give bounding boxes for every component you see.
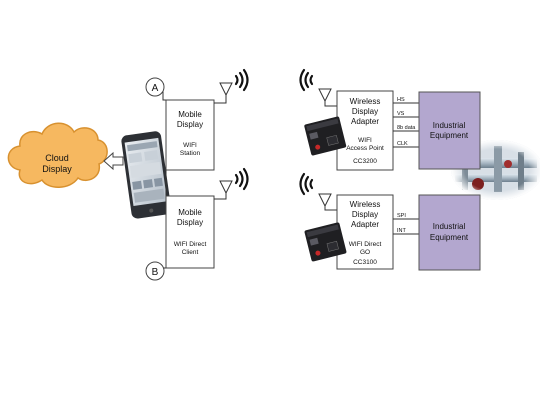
mobile-display-a-mode-2: Station [180, 150, 201, 157]
wifi-waves-icon [234, 68, 249, 191]
adapter-bottom-title-1: Wireless [350, 200, 381, 209]
signal-vs: VS [397, 111, 405, 117]
adapter-antenna-icon [318, 88, 337, 211]
adapter-top-chip: CC3200 [353, 158, 377, 165]
adapter-top-title-1: Wireless [350, 97, 381, 106]
antenna-icon [214, 82, 233, 200]
signal-8b-data: 8b data [397, 125, 416, 131]
adapter-bottom-mode-2: GO [360, 249, 370, 256]
mobile-display-a-title-1: Mobile [178, 110, 202, 119]
mobile-display-a-mode-1: WIFI [183, 142, 197, 149]
adapter-bottom: Wireless Display Adapter WIFI Direct GO … [336, 194, 394, 270]
adapter-top-title-3: Adapter [351, 117, 379, 126]
mobile-display-b-mode-1: WIFI Direct [174, 241, 207, 248]
launchpad-board-icon [304, 116, 347, 262]
marker-a-label: A [152, 83, 159, 94]
industrial-equipment-top: Industrial Equipment [418, 91, 481, 170]
mobile-display-a: Mobile Display WIFI Station [165, 99, 215, 171]
adapter-bottom-title-2: Display [352, 210, 378, 219]
top-signal-lines [393, 102, 419, 148]
marker-b: B [145, 261, 165, 281]
mobile-display-a-box [165, 99, 215, 171]
adapter-wifi-waves-icon [299, 68, 314, 196]
industrial-equipment-top-line1: Industrial [433, 121, 466, 130]
adapter-bottom-title-3: Adapter [351, 220, 379, 229]
industrial-equipment-bottom-box [418, 194, 481, 271]
adapter-bottom-box [336, 194, 394, 270]
adapter-bottom-chip: CC3100 [353, 259, 377, 266]
adapter-top-mode-1: WIFI [358, 137, 372, 144]
mobile-display-b: Mobile Display WIFI Direct Client [165, 195, 215, 269]
adapter-top: Wireless Display Adapter WIFI Access Poi… [336, 90, 394, 171]
adapter-top-title-2: Display [352, 107, 378, 116]
cloud-display: Cloud Display [7, 122, 108, 188]
signal-spi: SPI [397, 213, 406, 219]
cloud-icon [7, 122, 108, 188]
mobile-display-a-title-2: Display [177, 120, 203, 129]
arrow-left-icon [103, 151, 124, 171]
cloud-label-line1: Cloud [45, 153, 69, 163]
bottom-signal-lines [393, 218, 419, 235]
adapter-top-mode-2: Access Point [346, 145, 384, 152]
signal-hs: HS [397, 97, 405, 103]
industrial-equipment-top-line2: Equipment [430, 131, 469, 140]
mobile-display-b-box [165, 195, 215, 269]
mobile-display-b-title-1: Mobile [178, 208, 202, 217]
marker-b-label: B [152, 267, 159, 278]
cloud-label-line2: Display [42, 164, 72, 174]
signal-clk: CLK [397, 141, 408, 147]
adapter-bottom-mode-1: WIFI Direct [349, 241, 382, 248]
adapter-top-box [336, 90, 394, 171]
smartphone-icon [121, 131, 172, 219]
mobile-display-b-mode-2: Client [182, 249, 199, 256]
industrial-equipment-bottom-line1: Industrial [433, 222, 466, 231]
marker-a: A [145, 77, 165, 97]
industrial-equipment-top-box [418, 91, 481, 170]
industrial-equipment-bottom: Industrial Equipment [418, 194, 481, 271]
signal-int: INT [397, 228, 407, 234]
mobile-display-b-title-2: Display [177, 218, 203, 227]
industrial-equipment-bottom-line2: Equipment [430, 233, 469, 242]
